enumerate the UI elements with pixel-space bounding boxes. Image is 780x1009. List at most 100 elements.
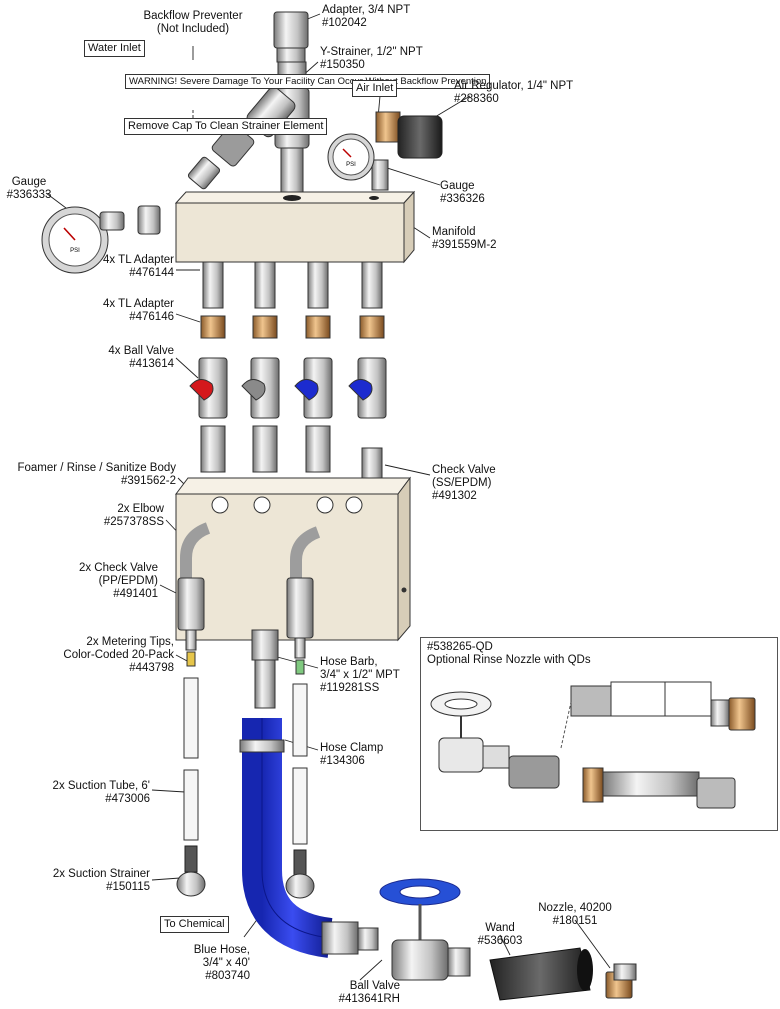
check-valve-2x-label: 2x Check Valve (PP/EPDM) #491401: [50, 562, 158, 601]
manifold-part: #391559M-2: [432, 239, 497, 251]
elbow-part: #257378SS: [103, 516, 164, 528]
blue-hose-label: Blue Hose, 3/4" x 40' #803740: [180, 944, 250, 983]
manifold-label: Manifold #391559M-2: [432, 226, 497, 252]
optional-nozzle-illustration: [430, 681, 756, 809]
nozzle-label: Nozzle, 40200 #180151: [534, 902, 616, 928]
ball-valve-4x-label: 4x Ball Valve #413614: [60, 345, 174, 371]
nozzle-name: Nozzle, 40200: [538, 902, 612, 914]
check-valve-2x-name: 2x Check Valve: [78, 562, 158, 574]
suction-strainer-part: #150115: [106, 881, 150, 893]
suction-tube-name: 2x Suction Tube, 6': [52, 780, 150, 792]
check-valve-label: Check Valve (SS/EPDM) #491302: [432, 464, 496, 503]
hose-barb-label: Hose Barb, 3/4" x 1/2" MPT #119281SS: [320, 656, 400, 695]
remove-cap-line-3: Strainer Element: [241, 120, 324, 132]
water-inlet-text: Water Inlet: [88, 42, 141, 54]
remove-cap-box: Remove Cap To Clean Strainer Element: [124, 118, 328, 135]
check-valve-2x-part: #491401: [113, 588, 158, 600]
hose-clamp-name: Hose Clamp: [320, 742, 384, 754]
blue-hose-size: 3/4" x 40': [202, 957, 250, 969]
hose-clamp-label: Hose Clamp #134306: [320, 742, 383, 768]
air-regulator-label: Air Regulator, 1/4" NPT #288360: [454, 80, 573, 106]
y-strainer-label: Y-Strainer, 1/2" NPT #150350: [320, 46, 423, 72]
adapter-part: #102042: [322, 17, 367, 29]
gauge-right: [327, 133, 375, 181]
suction-strainer-label: 2x Suction Strainer #150115: [20, 868, 150, 894]
warning-line-3: Without Backflow Prevention: [365, 76, 487, 87]
ball-valve-4x-part: #413614: [129, 358, 174, 370]
to-chemical-text: To Chemical: [164, 918, 225, 930]
optional-nozzle-label: #538265-QD Optional Rinse Nozzle with QD…: [427, 641, 591, 667]
ball-valve-rh-part: #413641RH: [338, 993, 400, 1005]
optional-nozzle-panel: #538265-QD Optional Rinse Nozzle with QD…: [420, 637, 778, 831]
optional-nozzle-part: #538265-QD: [427, 641, 493, 653]
backflow-note: (Not Included): [156, 23, 230, 35]
backflow-name: Backflow Preventer: [143, 10, 243, 22]
metering-tips-label: 2x Metering Tips, Color-Coded 20-Pack #4…: [30, 636, 174, 675]
suction-tube-part: #473006: [105, 793, 150, 805]
warning-line-2: To Your Facility Can Occur: [250, 76, 363, 87]
wand: [489, 947, 593, 1001]
warning-line-1: WARNING! Severe Damage: [129, 76, 249, 87]
tl-adapter-2-label: 4x TL Adapter #476146: [60, 298, 174, 324]
suction-tube-label: 2x Suction Tube, 6' #473006: [30, 780, 150, 806]
gauge-left: [41, 205, 161, 274]
elbow-label: 2x Elbow #257378SS: [60, 503, 164, 529]
backflow-label: Backflow Preventer (Not Included): [128, 10, 258, 36]
manifold: [174, 190, 416, 264]
wand-label: Wand #536603: [470, 922, 530, 948]
check-valve-name: Check Valve: [432, 464, 496, 476]
gauge-left-unit: PSI: [70, 248, 80, 254]
blue-hose: [239, 718, 379, 958]
body-label: Foamer / Rinse / Sanitize Body #391562-2: [2, 462, 176, 488]
hose-barb-part: #119281SS: [320, 682, 380, 694]
adapter-name: Adapter, 3/4 NPT: [322, 4, 411, 16]
gauge-right-unit: PSI: [346, 162, 356, 168]
check-valve-2x-material: (PP/EPDM): [98, 575, 158, 587]
check-valve-material: (SS/EPDM): [432, 477, 492, 489]
ball-valve-rh-label: Ball Valve #413641RH: [310, 980, 400, 1006]
y-strainer-name: Y-Strainer, 1/2" NPT: [320, 46, 423, 58]
body-name: Foamer / Rinse / Sanitize Body: [17, 462, 176, 474]
gauge-right-label: Gauge #336326: [440, 180, 485, 206]
metering-tips-name: 2x Metering Tips,: [86, 636, 174, 648]
tl-adapter-1-part: #476144: [129, 267, 174, 279]
body-part: #391562-2: [121, 475, 176, 487]
gauge-left-name: Gauge: [11, 176, 47, 188]
blue-hose-part: #803740: [205, 970, 250, 982]
metering-tips-part: #443798: [129, 662, 174, 674]
remove-cap-line-1: Remove Cap: [128, 120, 193, 132]
elbow-checkvalve-right: [286, 526, 321, 675]
suction-tubes: [176, 677, 315, 899]
adapter-fitting: [273, 11, 309, 63]
wand-name: Wand: [485, 922, 515, 934]
wand-part: #536603: [477, 935, 523, 947]
adapter-label: Adapter, 3/4 NPT #102042: [322, 4, 410, 30]
hose-barb-size: 3/4" x 1/2" MPT: [320, 669, 400, 681]
check-valve-part: #491302: [432, 490, 477, 502]
to-chemical-box: To Chemical: [160, 916, 229, 933]
optional-nozzle-title: Optional Rinse Nozzle with QDs: [427, 654, 591, 666]
gauge-left-label: Gauge #336333: [6, 176, 52, 202]
warning-box: WARNING! Severe Damage To Your Facility …: [125, 74, 491, 89]
tl-adapter-2-part: #476146: [129, 311, 174, 323]
nozzle-part: #180151: [552, 915, 598, 927]
ball-valve-rh: [379, 878, 471, 981]
manifold-name: Manifold: [432, 226, 476, 238]
air-inlet-text: Air Inlet: [356, 82, 394, 94]
air-inlet-box: Air Inlet: [352, 80, 398, 97]
ball-valve-rh-name: Ball Valve: [349, 980, 400, 992]
air-regulator: [371, 111, 443, 191]
suction-strainer-name: 2x Suction Strainer: [52, 868, 150, 880]
valve-columns: [189, 261, 387, 489]
nozzle: [605, 963, 637, 999]
water-inlet-box: Water Inlet: [84, 40, 145, 57]
gauge-right-part: #336326: [440, 193, 485, 205]
ball-valve-4x-name: 4x Ball Valve: [108, 345, 174, 357]
remove-cap-line-2: To Clean: [195, 120, 239, 132]
tl-adapter-1-name: 4x TL Adapter: [103, 254, 174, 266]
hose-barb-name: Hose Barb,: [320, 656, 378, 668]
hose-barb: [251, 629, 279, 709]
tl-adapter-1-label: 4x TL Adapter #476144: [60, 254, 174, 280]
gauge-right-name: Gauge: [440, 180, 475, 192]
